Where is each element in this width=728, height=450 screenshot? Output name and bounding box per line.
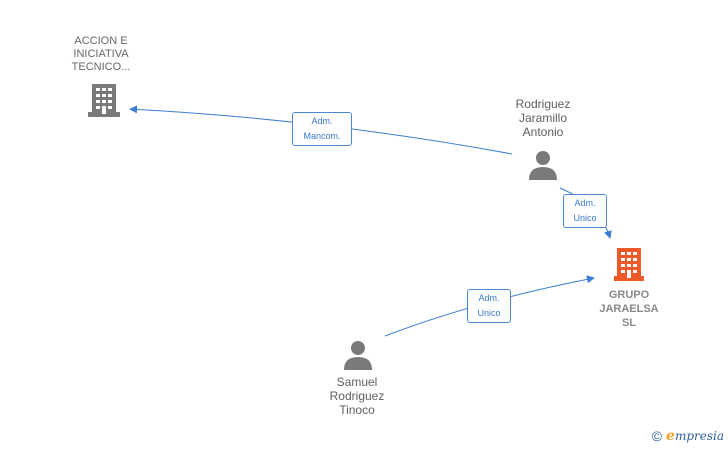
- node-label-samuel[interactable]: Samuel Rodriguez Tinoco: [329, 375, 385, 417]
- building-icon: [88, 84, 120, 117]
- edge-label-adm-unico-rodriguez[interactable]: Adm. Unico: [563, 194, 607, 228]
- person-icon: [529, 151, 557, 180]
- node-label-grupo[interactable]: GRUPO JARAELSA SL: [599, 289, 659, 329]
- node-label-rodriguez[interactable]: Rodriguez Jaramillo Antonio: [515, 97, 571, 139]
- person-icon: [344, 341, 372, 370]
- building-icon-main: [614, 248, 644, 281]
- node-label-accion[interactable]: ACCION E INICIATIVA TECNICO...: [71, 35, 131, 73]
- brand-logo: empresia: [666, 428, 724, 444]
- edge-label-adm-unico-samuel[interactable]: Adm. Unico: [467, 289, 511, 323]
- copyright-symbol: ©: [651, 428, 663, 444]
- footer-brand[interactable]: © empresia: [652, 428, 724, 444]
- edge-label-adm-mancom[interactable]: Adm. Mancom.: [292, 112, 352, 146]
